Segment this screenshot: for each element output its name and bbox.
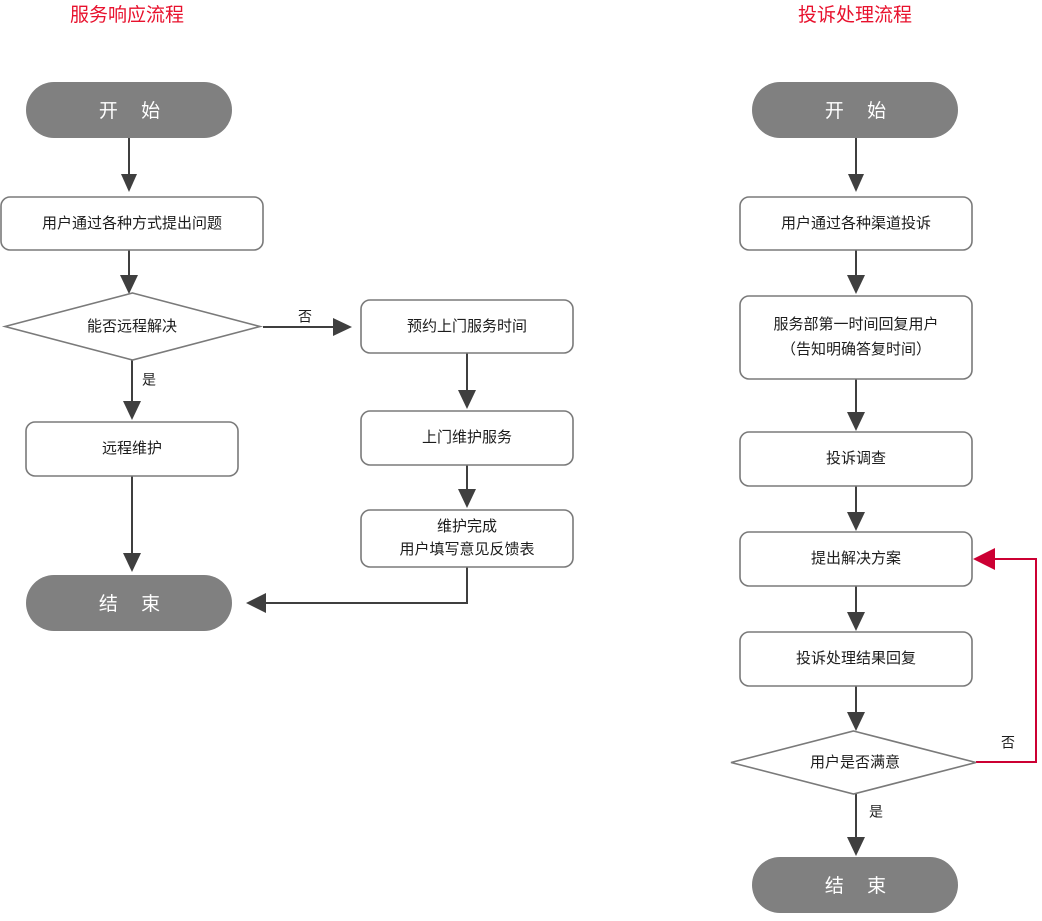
feedback-form-box-shape[interactable] <box>360 509 574 568</box>
result-reply-box-label: 投诉处理结果回复 <box>796 649 916 667</box>
book-onsite-time-box-shape[interactable] <box>360 299 574 354</box>
complaint-channel-box-label: 用户通过各种渠道投诉 <box>781 215 931 232</box>
end-terminator-shape[interactable] <box>752 857 958 913</box>
edge-propose-to-result <box>847 586 865 631</box>
user-satisfied-decision-shape[interactable] <box>730 730 977 795</box>
propose-solution-box-label: 提出解决方案 <box>811 549 901 567</box>
onsite-service-box-label: 上门维护服务 <box>422 429 512 446</box>
edge-decision-yes-end: 是 <box>847 794 883 856</box>
end-terminator-label: 结 束 <box>825 875 895 897</box>
start-terminator-label: 开 始 <box>825 100 895 122</box>
edge-reply-to-investigation <box>847 379 865 431</box>
edge-onsite-to-feedback <box>458 465 476 508</box>
start-terminator-label: 开 始 <box>99 100 169 122</box>
edge-decision-yes-remote: 是 <box>123 360 156 420</box>
end-terminator-label: 结 束 <box>99 593 169 615</box>
edge-label-no-book: 否 <box>298 309 312 325</box>
submit-question-box-shape[interactable] <box>0 196 264 251</box>
edge-submit-to-decision <box>120 250 138 294</box>
end-terminator-shape[interactable] <box>26 575 232 631</box>
complaint-investigation-box-label: 投诉调查 <box>826 450 886 467</box>
user-satisfied-decision[interactable]: 用户是否满意 <box>730 730 977 795</box>
edge-label-yes-remote: 是 <box>142 372 156 388</box>
chart-title-service-response: 服务响应流程 <box>70 4 184 26</box>
feedback-form-box[interactable]: 维护完成 用户填写意见反馈表 <box>360 509 574 568</box>
end-terminator-complaint[interactable]: 结 束 <box>752 857 958 913</box>
edge-investigation-to-propose <box>847 486 865 531</box>
edge-channel-to-reply <box>847 250 865 294</box>
edge-feedback-to-end <box>246 567 468 613</box>
edge-decision-no-loopback: 否 <box>973 548 1037 763</box>
edge-start-to-channel <box>848 138 864 192</box>
book-onsite-time-box[interactable]: 预约上门服务时间 <box>360 299 574 354</box>
complaint-investigation-box[interactable]: 投诉调查 <box>739 431 973 487</box>
remote-solvable-decision[interactable]: 能否远程解决 <box>1 292 264 361</box>
propose-solution-box[interactable]: 提出解决方案 <box>739 531 973 587</box>
chart-service-response-flow: 服务响应流程 是 否 <box>0 4 574 631</box>
complaint-channel-box-shape[interactable] <box>739 196 973 251</box>
onsite-service-box-shape[interactable] <box>360 410 574 466</box>
first-reply-box-shape[interactable] <box>739 295 973 380</box>
result-reply-box-shape[interactable] <box>739 631 973 687</box>
first-reply-box[interactable]: 服务部第一时间回复用户 （告知明确答复时间） <box>739 295 973 380</box>
edge-label-no-loopback: 否 <box>1001 735 1015 751</box>
book-onsite-time-box-label: 预约上门服务时间 <box>407 318 527 335</box>
start-terminator-service[interactable]: 开 始 <box>26 82 232 138</box>
first-reply-box-label-line1: 服务部第一时间回复用户 <box>773 315 938 333</box>
user-satisfied-decision-label: 用户是否满意 <box>810 753 900 771</box>
edge-book-to-onsite <box>458 353 476 409</box>
feedback-form-box-label-line1: 维护完成 <box>437 518 497 535</box>
submit-question-box[interactable]: 用户通过各种方式提出问题 <box>0 196 264 251</box>
chart-complaint-handling-flow: 投诉处理流程 <box>730 4 1037 913</box>
start-terminator-shape[interactable] <box>26 82 232 138</box>
remote-maintenance-box-shape[interactable] <box>25 421 239 477</box>
start-terminator-complaint[interactable]: 开 始 <box>752 82 958 138</box>
remote-maintenance-box[interactable]: 远程维护 <box>25 421 239 477</box>
submit-question-box-label: 用户通过各种方式提出问题 <box>42 215 222 232</box>
edge-decision-no-book: 否 <box>263 309 352 336</box>
remote-solvable-decision-shape[interactable] <box>1 292 264 361</box>
edge-label-yes-end: 是 <box>869 804 883 820</box>
complaint-investigation-box-shape[interactable] <box>739 431 973 487</box>
edge-remote-to-end <box>123 476 141 572</box>
propose-solution-box-shape[interactable] <box>739 531 973 587</box>
result-reply-box[interactable]: 投诉处理结果回复 <box>739 631 973 687</box>
remote-solvable-decision-label: 能否远程解决 <box>87 318 177 335</box>
edge-result-to-decision <box>847 686 865 731</box>
remote-maintenance-box-label: 远程维护 <box>102 440 162 457</box>
onsite-service-box[interactable]: 上门维护服务 <box>360 410 574 466</box>
first-reply-box-label-line2: （告知明确答复时间） <box>781 340 931 358</box>
start-terminator-shape[interactable] <box>752 82 958 138</box>
end-terminator-service[interactable]: 结 束 <box>26 575 232 631</box>
chart-title-complaint-handling: 投诉处理流程 <box>798 4 912 26</box>
complaint-channel-box[interactable]: 用户通过各种渠道投诉 <box>739 196 973 251</box>
feedback-form-box-label-line2: 用户填写意见反馈表 <box>399 540 534 558</box>
edge-start-to-submit <box>121 138 137 192</box>
